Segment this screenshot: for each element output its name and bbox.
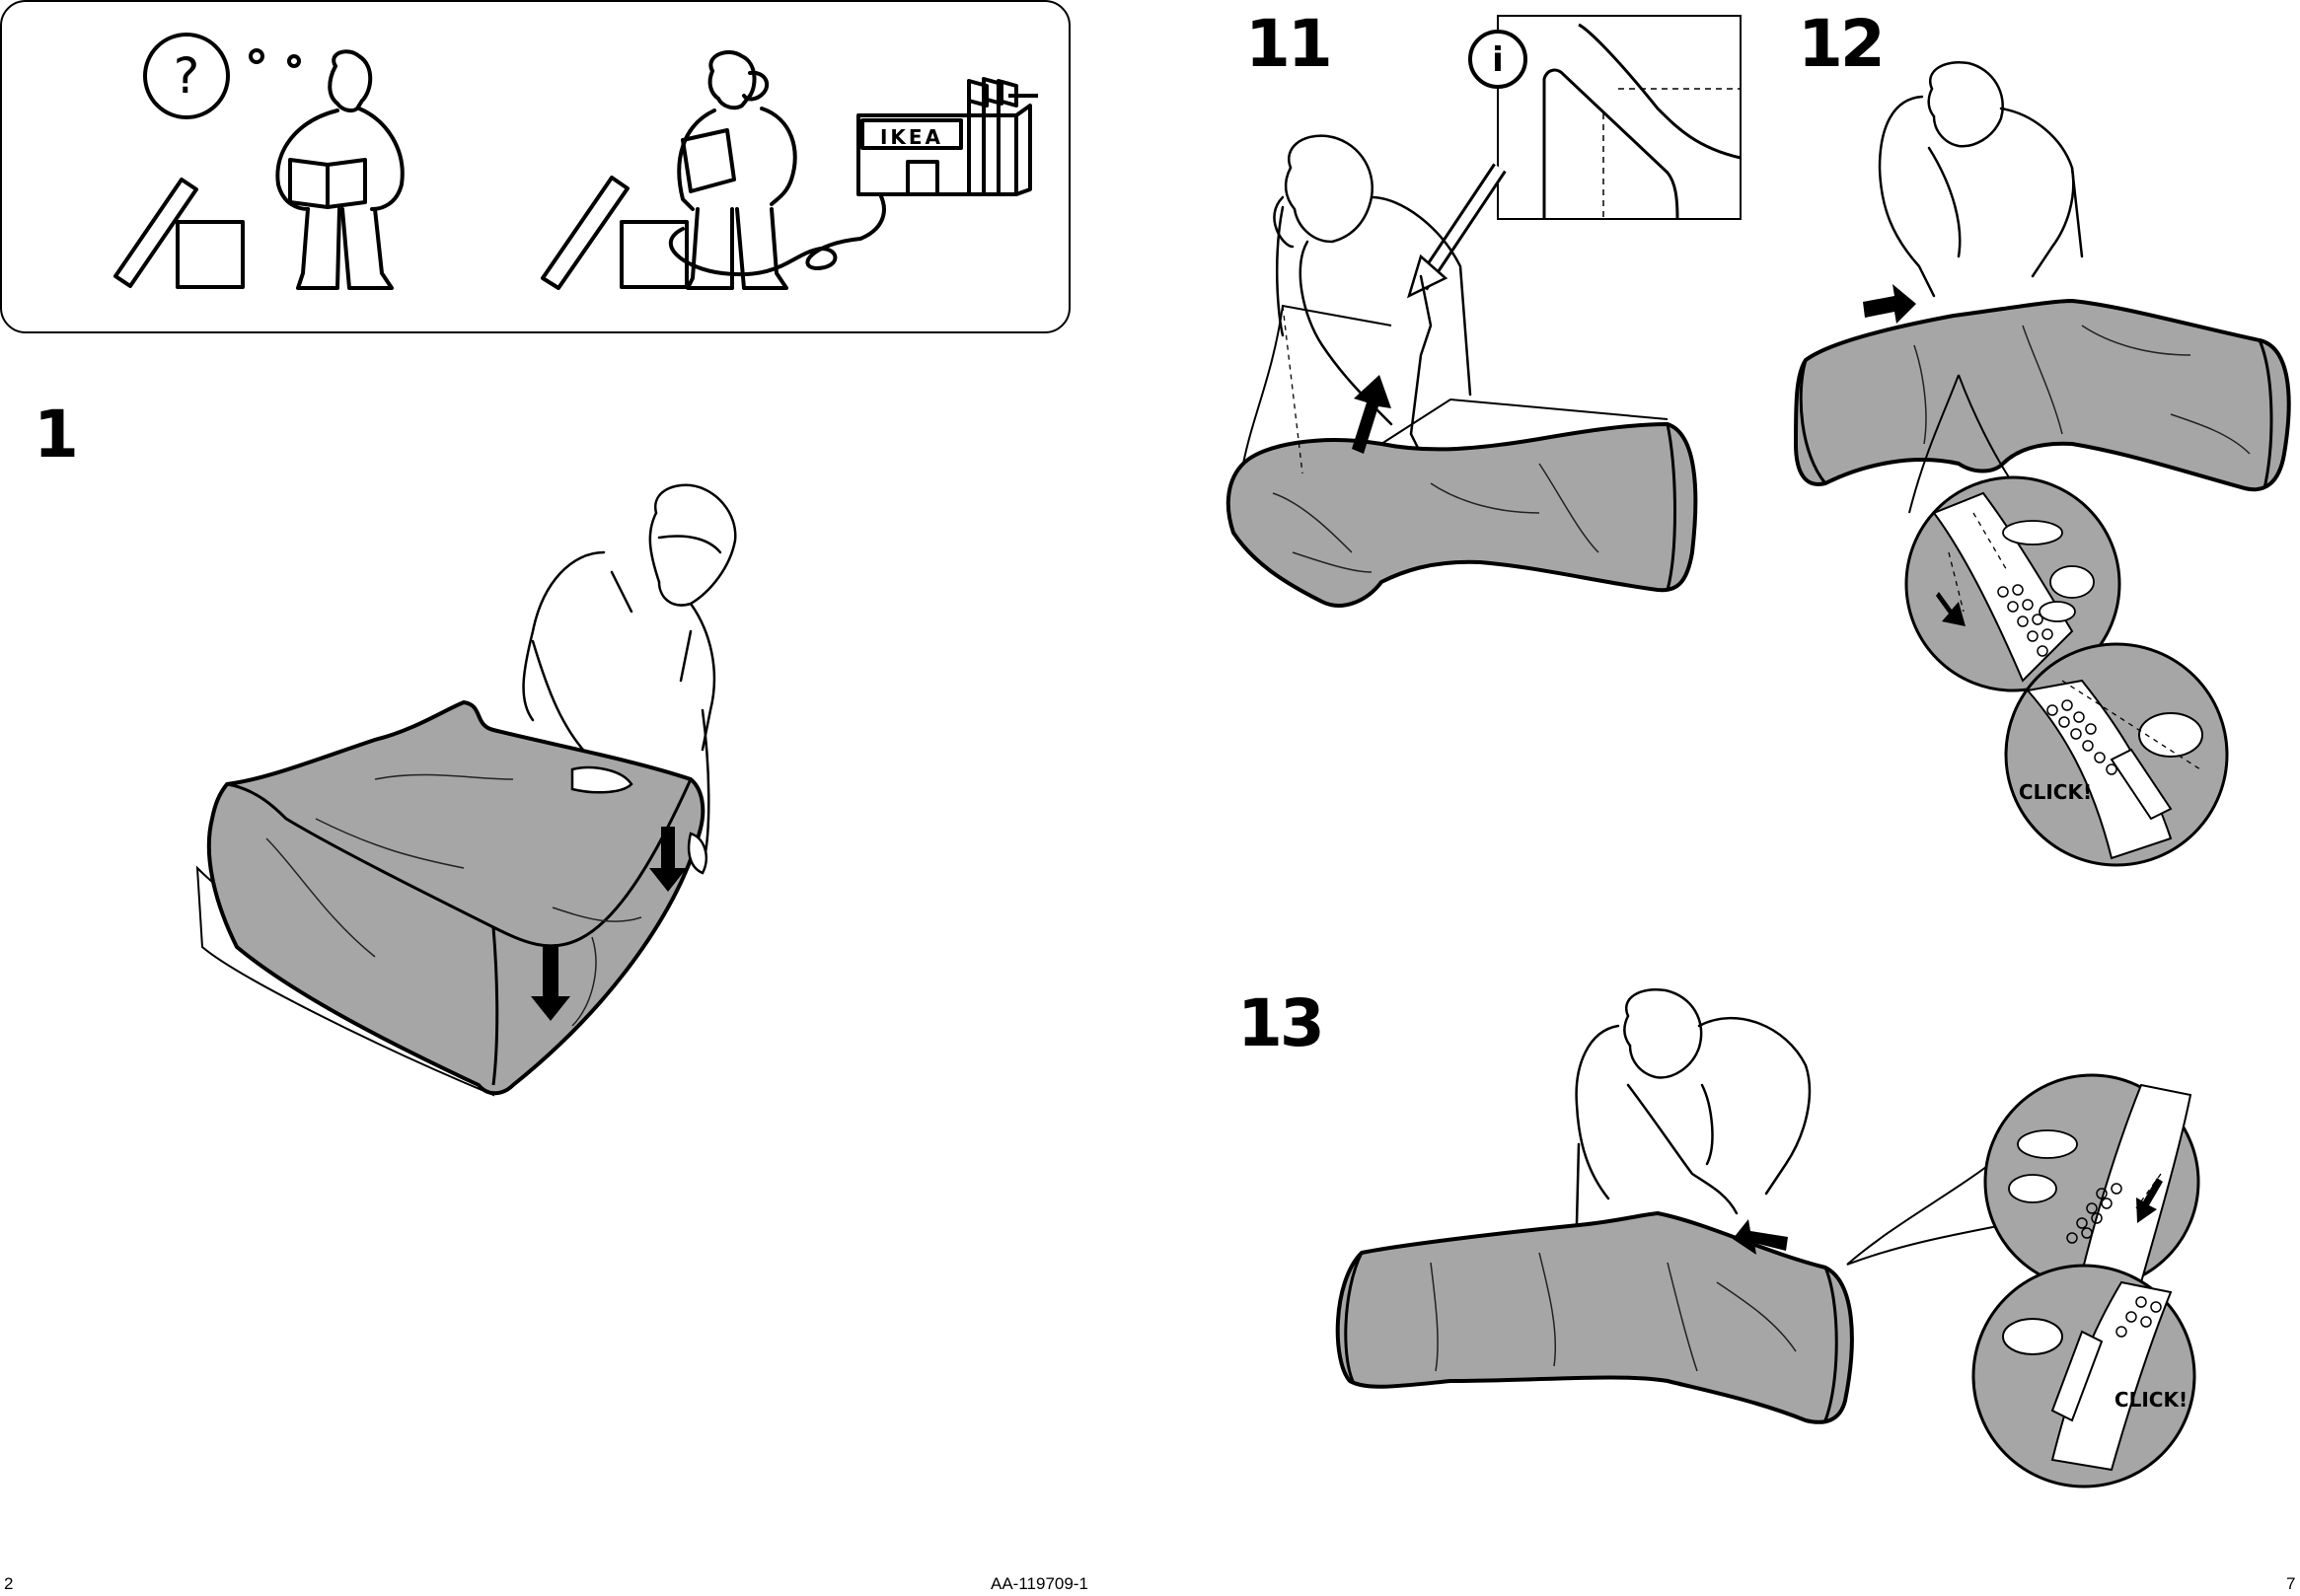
zipper-click-circle: CLICK! — [2006, 644, 2227, 865]
right-page-number: 7 — [2286, 1574, 2295, 1594]
direction-arrow-icon — [1863, 284, 1916, 324]
info-icon-letter: i — [1492, 40, 1504, 80]
click-label: CLICK! — [2019, 780, 2092, 804]
info-inset — [1498, 16, 1741, 219]
step1-illustration — [197, 485, 735, 1095]
grey-cover — [209, 702, 703, 1093]
step12-illustration: CLICK! — [1796, 62, 2289, 865]
step13-illustration: CLICK! — [1338, 989, 2198, 1487]
document-code: AA-119709-1 — [991, 1574, 1088, 1594]
click-label: CLICK! — [2115, 1388, 2188, 1412]
step11-illustration: i — [1228, 16, 1741, 606]
zipper-detail-circle — [1985, 1075, 2198, 1288]
zipper-click-circle: CLICK! — [1973, 1266, 2194, 1487]
left-page-number: 2 — [4, 1574, 13, 1594]
